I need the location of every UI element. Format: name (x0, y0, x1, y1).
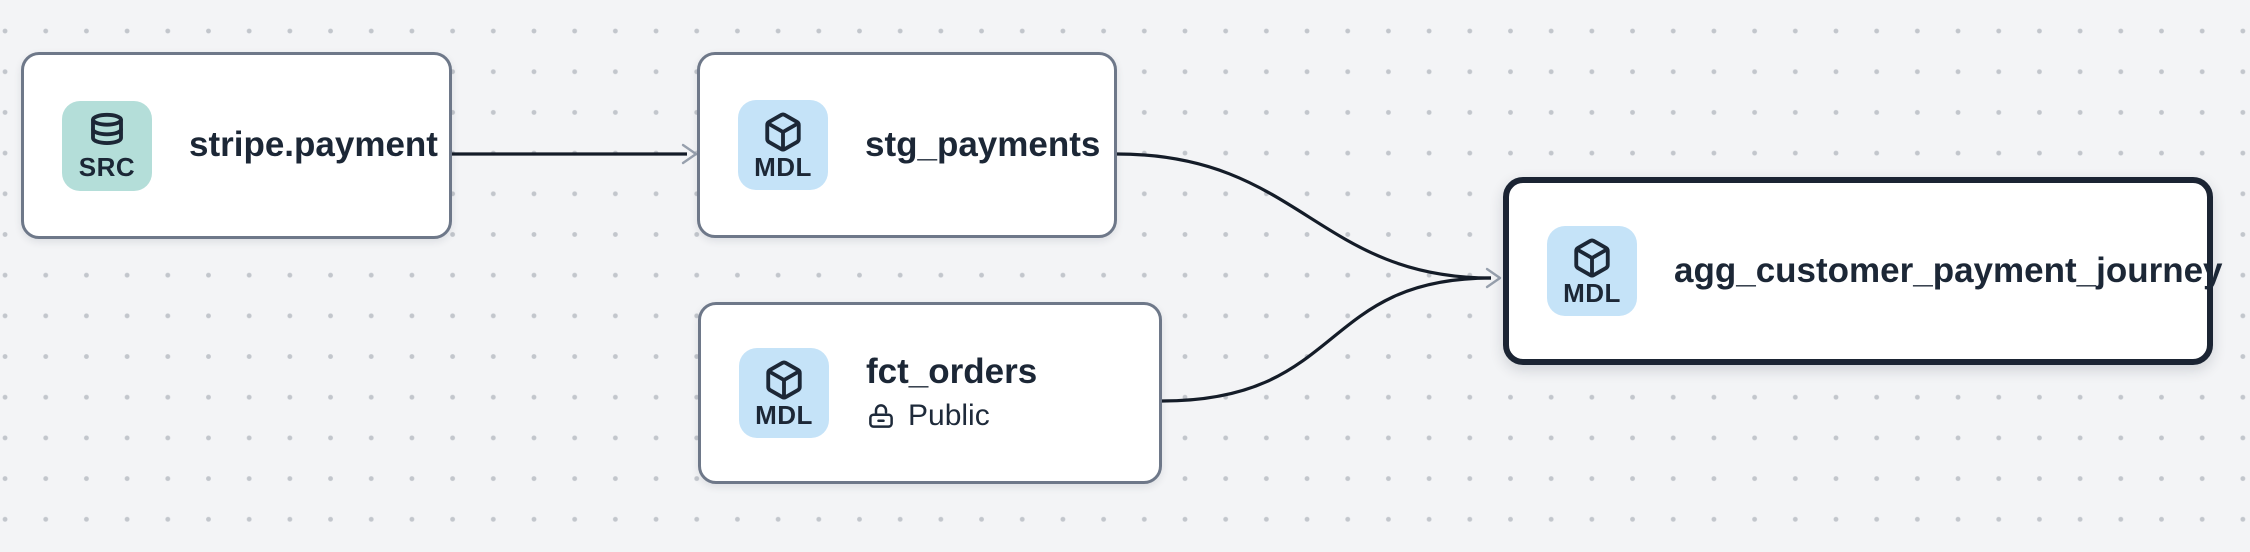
model-type-badge: MDL (739, 348, 829, 438)
badge-label: MDL (1563, 277, 1621, 308)
model-type-badge: MDL (738, 100, 828, 190)
node-title: stripe.payment (189, 125, 438, 165)
badge-label: MDL (755, 399, 813, 430)
edge-fct-orders-to-agg (1161, 276, 1492, 403)
access-row: Public (866, 399, 1037, 433)
node-title: fct_orders (866, 351, 1038, 391)
access-label: Public (908, 399, 990, 433)
node-stripe-payment[interactable]: SRC stripe.payment (21, 52, 452, 239)
arrowhead-icon (681, 143, 698, 165)
cube-icon (762, 111, 804, 153)
node-fct-orders[interactable]: MDL fct_orders Public (698, 302, 1162, 484)
database-icon (86, 111, 128, 153)
node-agg-customer-payment-journey[interactable]: MDL agg_customer_payment_journey (1503, 177, 2223, 365)
unlock-icon (866, 401, 896, 431)
node-stg-payments[interactable]: MDL stg_payments (697, 52, 1117, 238)
edge-stg-payments-to-agg (1116, 152, 1492, 280)
cube-icon (763, 359, 805, 401)
node-title: agg_customer_payment_journey (1674, 250, 2223, 290)
arrowhead-icon (1485, 267, 1502, 289)
cube-icon (1571, 237, 1613, 279)
source-type-badge: SRC (62, 100, 152, 191)
badge-label: SRC (78, 152, 136, 182)
model-type-badge: MDL (1547, 226, 1637, 316)
badge-label: MDL (754, 151, 812, 182)
node-title: stg_payments (865, 124, 1101, 164)
